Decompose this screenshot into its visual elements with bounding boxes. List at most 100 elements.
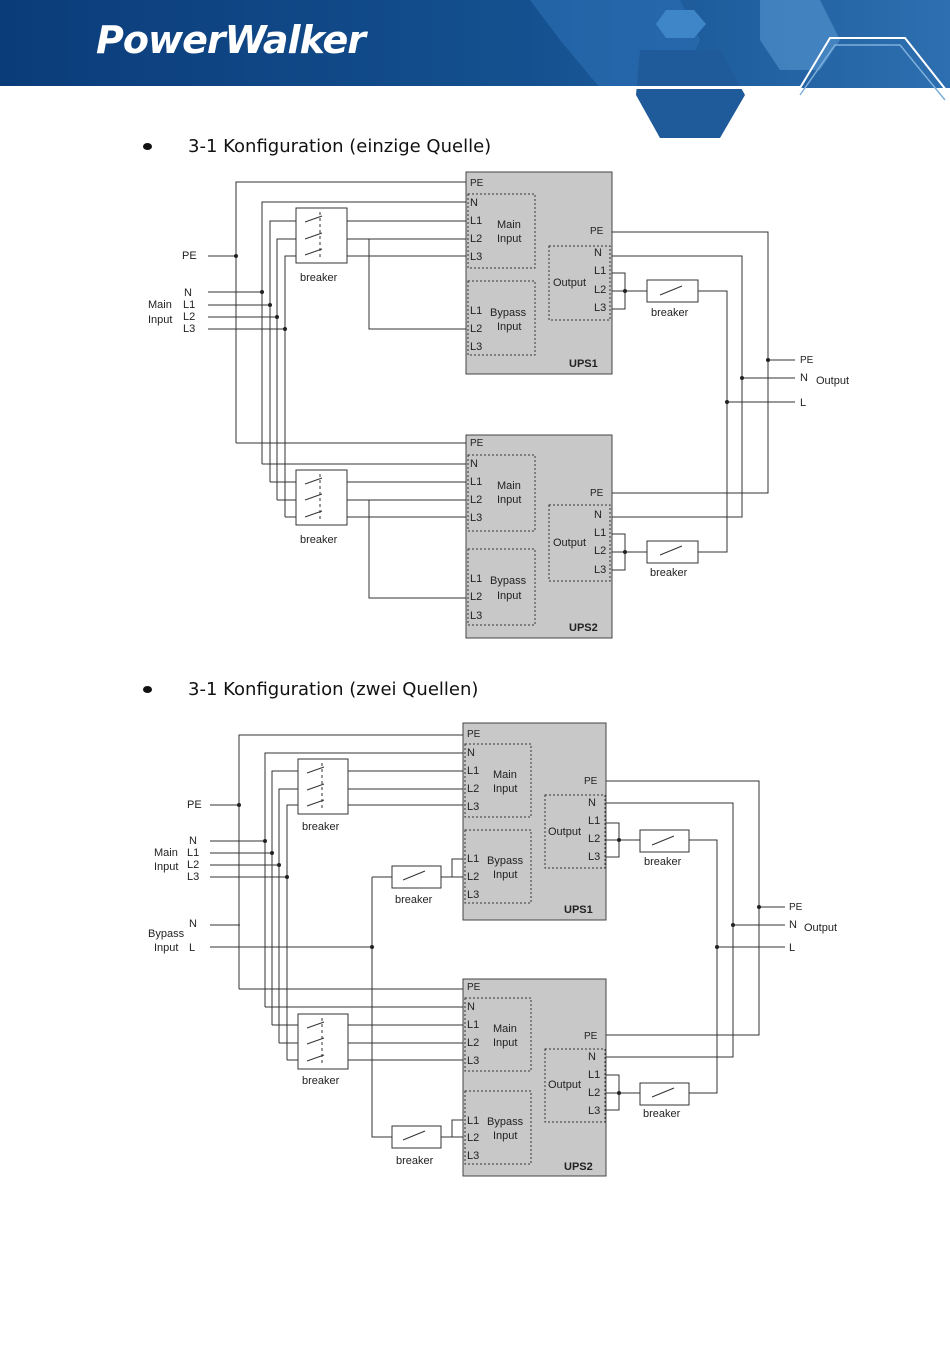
svg-text:Input: Input xyxy=(154,861,178,873)
svg-text:N: N xyxy=(467,1001,475,1013)
svg-text:Bypass: Bypass xyxy=(490,575,527,587)
svg-text:L1: L1 xyxy=(467,1115,479,1127)
svg-text:L1: L1 xyxy=(467,765,479,777)
svg-text:Bypass: Bypass xyxy=(487,1116,524,1128)
svg-text:L1: L1 xyxy=(470,476,482,488)
svg-text:L1: L1 xyxy=(470,305,482,317)
svg-text:L1: L1 xyxy=(588,815,600,827)
svg-text:breaker: breaker xyxy=(300,272,338,284)
svg-text:L2: L2 xyxy=(588,833,600,845)
svg-text:L3: L3 xyxy=(183,323,195,335)
label-n-input: N xyxy=(184,287,192,299)
svg-text:L3: L3 xyxy=(187,871,199,883)
label-main: Main xyxy=(148,299,172,311)
svg-text:Input: Input xyxy=(493,1130,517,1142)
svg-text:L1: L1 xyxy=(470,573,482,585)
svg-text:PE: PE xyxy=(187,799,202,811)
svg-text:UPS2: UPS2 xyxy=(569,622,598,634)
svg-text:breaker: breaker xyxy=(643,1108,681,1120)
svg-text:breaker: breaker xyxy=(644,856,682,868)
svg-text:N: N xyxy=(189,835,197,847)
svg-text:PE: PE xyxy=(584,776,598,787)
svg-text:UPS1: UPS1 xyxy=(564,904,593,916)
svg-text:breaker: breaker xyxy=(302,821,340,833)
svg-text:L2: L2 xyxy=(470,494,482,506)
svg-text:L3: L3 xyxy=(588,1105,600,1117)
breaker-main-2 xyxy=(297,1013,349,1070)
ups2-box xyxy=(462,978,607,1177)
svg-text:Main: Main xyxy=(497,219,521,231)
svg-text:L1: L1 xyxy=(594,527,606,539)
svg-text:L3: L3 xyxy=(470,341,482,353)
svg-text:N: N xyxy=(588,1051,596,1063)
svg-text:N: N xyxy=(467,747,475,759)
svg-text:Input: Input xyxy=(154,942,178,954)
breaker-out-2 xyxy=(639,1082,690,1106)
svg-text:L1: L1 xyxy=(467,853,479,865)
svg-text:PE: PE xyxy=(470,178,484,189)
svg-text:L3: L3 xyxy=(467,1055,479,1067)
label-pe-input: PE xyxy=(182,250,197,262)
bullet-1 xyxy=(143,143,152,150)
svg-text:UPS2: UPS2 xyxy=(564,1161,593,1173)
ups1-box xyxy=(465,171,613,375)
svg-text:L: L xyxy=(789,942,795,954)
svg-text:breaker: breaker xyxy=(650,567,688,579)
svg-text:L3: L3 xyxy=(467,801,479,813)
svg-text:UPS1: UPS1 xyxy=(569,358,598,370)
svg-text:PE: PE xyxy=(789,902,803,913)
svg-text:Output: Output xyxy=(804,922,837,934)
svg-text:PE: PE xyxy=(800,355,814,366)
svg-text:Main: Main xyxy=(154,847,178,859)
breaker-main-1 xyxy=(297,758,349,815)
svg-text:Output: Output xyxy=(553,277,586,289)
svg-text:PE: PE xyxy=(467,982,481,993)
svg-text:Output: Output xyxy=(548,826,581,838)
svg-text:Output: Output xyxy=(553,537,586,549)
breaker-bypass-1 xyxy=(391,865,442,889)
svg-text:N: N xyxy=(470,458,478,470)
label-input: Input xyxy=(148,314,172,326)
svg-text:L: L xyxy=(189,942,195,954)
svg-text:L3: L3 xyxy=(594,564,606,576)
svg-text:L1: L1 xyxy=(467,1019,479,1031)
svg-text:Output: Output xyxy=(548,1079,581,1091)
svg-text:PE: PE xyxy=(590,488,604,499)
svg-text:L: L xyxy=(800,397,806,409)
svg-text:Input: Input xyxy=(497,494,521,506)
brand-logo: PowerWalker xyxy=(96,18,366,62)
svg-text:N: N xyxy=(789,919,797,931)
svg-text:L2: L2 xyxy=(187,859,199,871)
breaker-out-2 xyxy=(646,540,699,564)
svg-text:L2: L2 xyxy=(470,233,482,245)
svg-text:L2: L2 xyxy=(594,284,606,296)
svg-text:L3: L3 xyxy=(470,251,482,263)
section-2-heading: 3-1 Konfiguration (zwei Quellen) xyxy=(188,679,479,700)
breaker-out-1 xyxy=(646,279,699,303)
svg-text:Output: Output xyxy=(816,375,849,387)
diagram-dual-source: PE N Main Input L1 L2 L3 N Bypass Input … xyxy=(148,722,837,1177)
svg-text:Input: Input xyxy=(493,869,517,881)
svg-text:breaker: breaker xyxy=(300,534,338,546)
svg-text:Main: Main xyxy=(493,1023,517,1035)
breaker-bypass-2 xyxy=(391,1125,442,1149)
svg-text:L3: L3 xyxy=(588,851,600,863)
svg-text:breaker: breaker xyxy=(396,1155,434,1167)
svg-text:L2: L2 xyxy=(467,783,479,795)
svg-text:L2: L2 xyxy=(467,1037,479,1049)
svg-text:L1: L1 xyxy=(183,299,195,311)
svg-text:N: N xyxy=(470,197,478,209)
svg-text:Main: Main xyxy=(493,769,517,781)
svg-text:Main: Main xyxy=(497,480,521,492)
svg-text:Input: Input xyxy=(493,1037,517,1049)
bullet-2 xyxy=(143,686,152,693)
svg-text:L1: L1 xyxy=(594,265,606,277)
svg-text:Input: Input xyxy=(497,233,521,245)
svg-text:breaker: breaker xyxy=(395,894,433,906)
svg-text:N: N xyxy=(588,797,596,809)
svg-text:PE: PE xyxy=(590,226,604,237)
svg-text:L2: L2 xyxy=(470,323,482,335)
svg-text:L1: L1 xyxy=(588,1069,600,1081)
svg-text:Bypass: Bypass xyxy=(148,928,185,940)
svg-text:L2: L2 xyxy=(183,311,195,323)
